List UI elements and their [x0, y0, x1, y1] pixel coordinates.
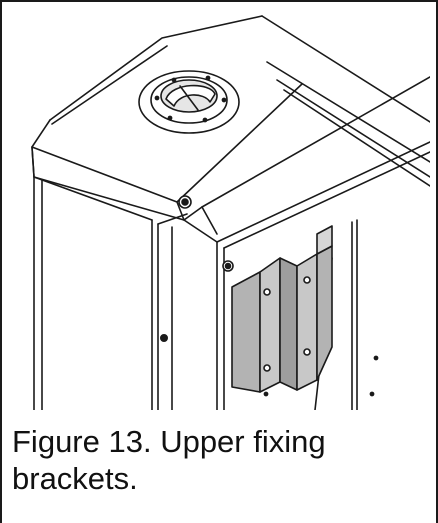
top-cover [31, 15, 430, 235]
fixing-bracket [231, 225, 333, 393]
left-panel [33, 176, 188, 410]
figure-caption: Figure 13. Upper fixing brackets. [12, 424, 326, 496]
corner-screw-icon [178, 195, 192, 209]
bracket-illustration [31, 15, 430, 410]
frame-left-rule [0, 0, 2, 523]
top-cap-icon [138, 70, 240, 134]
frame-right-rule [436, 0, 438, 523]
inner-cabinet [183, 141, 430, 410]
frame-top-rule [0, 0, 438, 2]
